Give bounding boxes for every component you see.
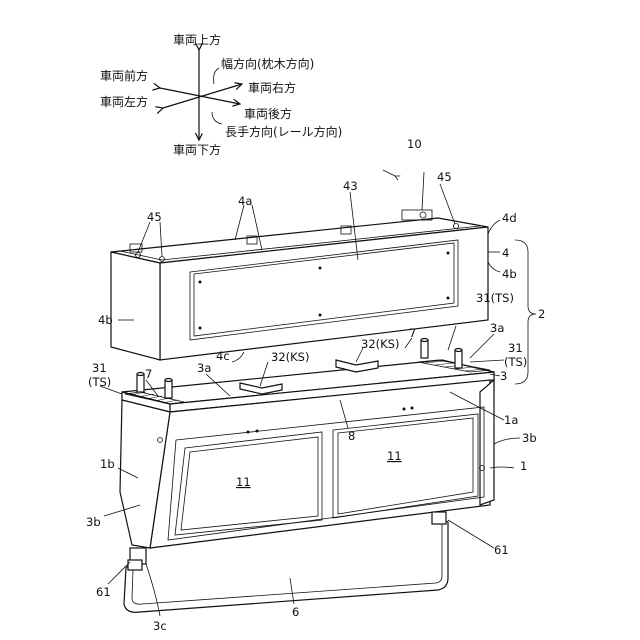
leader-4c — [232, 352, 244, 362]
leader-4d — [488, 220, 500, 234]
label-1: 1 — [520, 459, 527, 473]
label-31-right: 31(TS) — [476, 291, 514, 305]
label-45-right: 45 — [437, 170, 452, 184]
label-3b-left: 3b — [86, 515, 101, 529]
label-45-left: 45 — [147, 210, 162, 224]
rivet — [319, 314, 322, 317]
hole — [256, 430, 259, 433]
width-dir-label: 幅方向(枕木方向) — [221, 56, 314, 71]
leader-45-right-2 — [440, 184, 455, 224]
label-7-left: 7 — [145, 367, 152, 381]
long-dir-leader — [212, 112, 222, 124]
hole — [403, 408, 406, 411]
long-axis-arrow — [160, 88, 240, 104]
label-61-left: 61 — [96, 585, 111, 599]
label-4a: 4a — [238, 194, 252, 208]
width-axis-arrow — [163, 84, 242, 108]
label-3c: 3c — [153, 619, 167, 633]
rivet — [447, 252, 450, 255]
leader-4a — [235, 205, 244, 240]
rivet — [199, 281, 202, 284]
leader-61-right — [448, 520, 494, 548]
left-label: 車両左方 — [100, 94, 148, 109]
leader-3a-right — [470, 334, 494, 358]
leader-45-right — [422, 172, 424, 210]
pin-ts-left — [137, 374, 144, 392]
handle-mount-61-right — [432, 512, 446, 524]
label-31-left-num: 31 — [92, 361, 107, 375]
label-3: 3 — [500, 369, 507, 383]
label-11-right: 11 — [387, 449, 402, 463]
label-4: 4 — [502, 246, 509, 260]
arrow-10 — [383, 170, 395, 176]
hole — [247, 431, 250, 434]
side-bracket-3b-right — [480, 380, 494, 505]
label-31-r2-num: 31 — [508, 341, 523, 355]
label-6: 6 — [292, 605, 299, 619]
label-1b: 1b — [100, 457, 115, 471]
rivet — [447, 297, 450, 300]
handle-clamp-left — [128, 560, 142, 570]
label-2: 2 — [538, 307, 545, 321]
label-7-right: 7 — [409, 326, 416, 340]
pin-7-right — [421, 340, 428, 358]
label-8: 8 — [348, 429, 355, 443]
hole — [411, 407, 414, 410]
label-10: 10 — [407, 137, 422, 151]
label-31-left-ts: (TS) — [88, 375, 111, 389]
down-label: 車両下方 — [173, 142, 221, 157]
upper-cover-box — [111, 170, 500, 362]
cover-left-face — [111, 252, 160, 360]
label-4c: 4c — [216, 349, 230, 363]
rear-label: 車両後方 — [244, 106, 292, 121]
leader-3b-right — [494, 438, 520, 444]
long-dir-label: 長手方向(レール方向) — [225, 124, 342, 139]
label-43: 43 — [343, 179, 358, 193]
width-dir-leader — [214, 68, 219, 84]
label-11-left: 11 — [236, 475, 251, 489]
label-4d: 4d — [502, 211, 517, 225]
rivet — [319, 267, 322, 270]
label-32-left: 32(KS) — [271, 350, 309, 364]
front-label: 車両前方 — [100, 68, 148, 83]
orientation-legend: 車両上方 車両前方 幅方向(枕木方向) 車両右方 車両左方 車両後方 長手方向(… — [100, 32, 342, 157]
label-3a-left: 3a — [197, 361, 211, 375]
pin-7-left — [165, 380, 172, 398]
label-1a: 1a — [504, 413, 518, 427]
leader-31-r2 — [470, 360, 504, 362]
leader-4b-right — [488, 262, 500, 272]
label-4b-left: 4b — [98, 313, 113, 327]
label-61-right: 61 — [494, 543, 509, 557]
bolt-45-right — [420, 212, 426, 218]
label-31-r2-ts: (TS) — [504, 355, 527, 369]
label-32-mid: 32(KS) — [361, 337, 399, 351]
right-label: 車両右方 — [248, 80, 296, 95]
label-4b-right: 4b — [502, 267, 517, 281]
pin-ts-right — [455, 350, 462, 368]
leader-45-left — [138, 222, 150, 252]
label-3b-right: 3b — [522, 431, 537, 445]
rivet — [199, 327, 202, 330]
up-label: 車両上方 — [173, 32, 221, 47]
label-3a-right: 3a — [490, 321, 504, 335]
leader-31-right — [448, 326, 456, 350]
